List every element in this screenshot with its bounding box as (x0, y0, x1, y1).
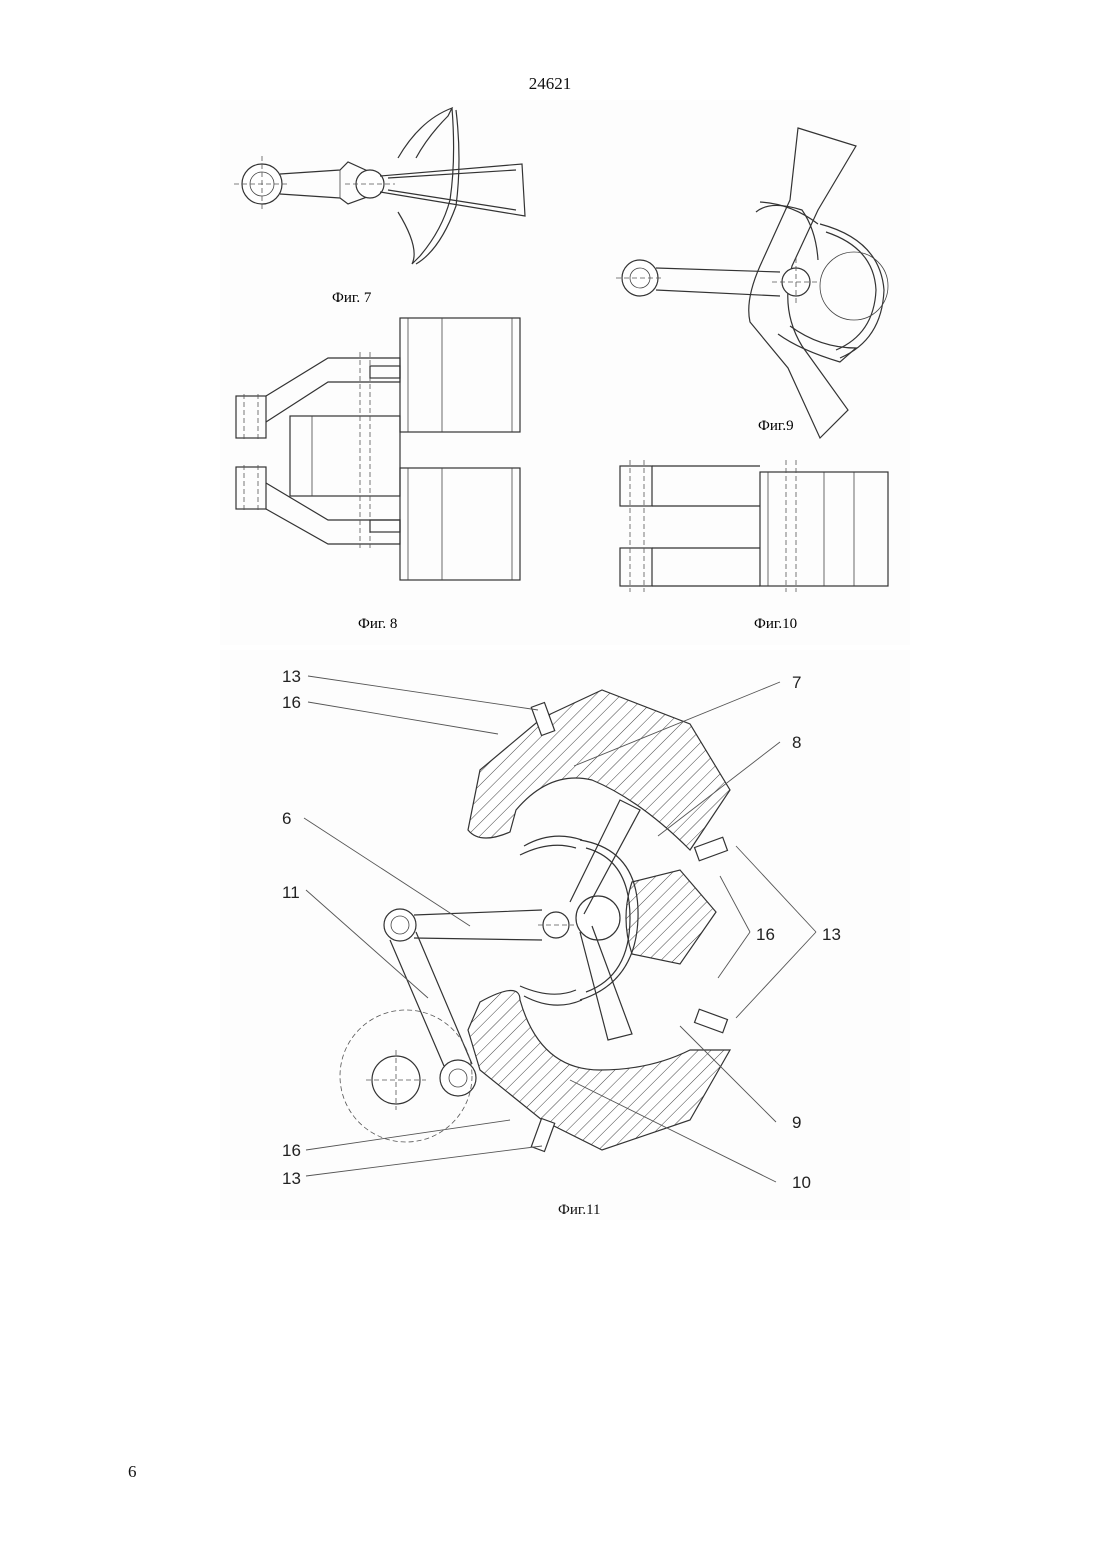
callout-7: 7 (792, 673, 801, 692)
housing-lower (468, 990, 730, 1150)
fig8-drawing: Фиг. 8 (236, 318, 520, 632)
housing-upper (468, 690, 730, 850)
callout-13-right: 13 (822, 925, 841, 944)
callout-10: 10 (792, 1173, 811, 1192)
callout-11: 11 (282, 883, 300, 902)
housing-middle (626, 870, 716, 964)
fig8-caption: Фиг. 8 (358, 616, 397, 632)
document-number: 24621 (0, 74, 1100, 94)
fig10-drawing: Фиг.10 (620, 460, 888, 632)
fig7-drawing: Фиг. 7 (234, 108, 525, 306)
figures-7-10-drawing: Фиг. 7 Фиг. 8 (220, 100, 910, 645)
callout-16-right: 16 (756, 925, 775, 944)
callout-16-top: 16 (282, 693, 301, 712)
callout-6: 6 (282, 809, 291, 828)
callout-13-bottom: 13 (282, 1169, 301, 1188)
figures-7-10-panel: Фиг. 7 Фиг. 8 (220, 100, 910, 645)
link-11 (340, 932, 476, 1142)
callout-8: 8 (792, 733, 801, 752)
fig7-caption: Фиг. 7 (332, 290, 372, 306)
page-number: 6 (128, 1462, 137, 1482)
callout-16-bottom: 16 (282, 1141, 301, 1160)
rotor (518, 800, 640, 1040)
fig9-drawing: Фиг.9 (616, 128, 888, 438)
callout-9: 9 (792, 1113, 801, 1132)
fig10-caption: Фиг.10 (754, 616, 797, 632)
fig9-caption: Фиг.9 (758, 418, 794, 434)
callout-13-top: 13 (282, 667, 301, 686)
fig11-caption: Фиг.11 (558, 1202, 601, 1219)
fig11-drawing: 13 16 7 8 6 11 16 13 9 10 16 13 (220, 650, 910, 1220)
figure-11-panel: 13 16 7 8 6 11 16 13 9 10 16 13 Фиг.11 (220, 650, 910, 1220)
